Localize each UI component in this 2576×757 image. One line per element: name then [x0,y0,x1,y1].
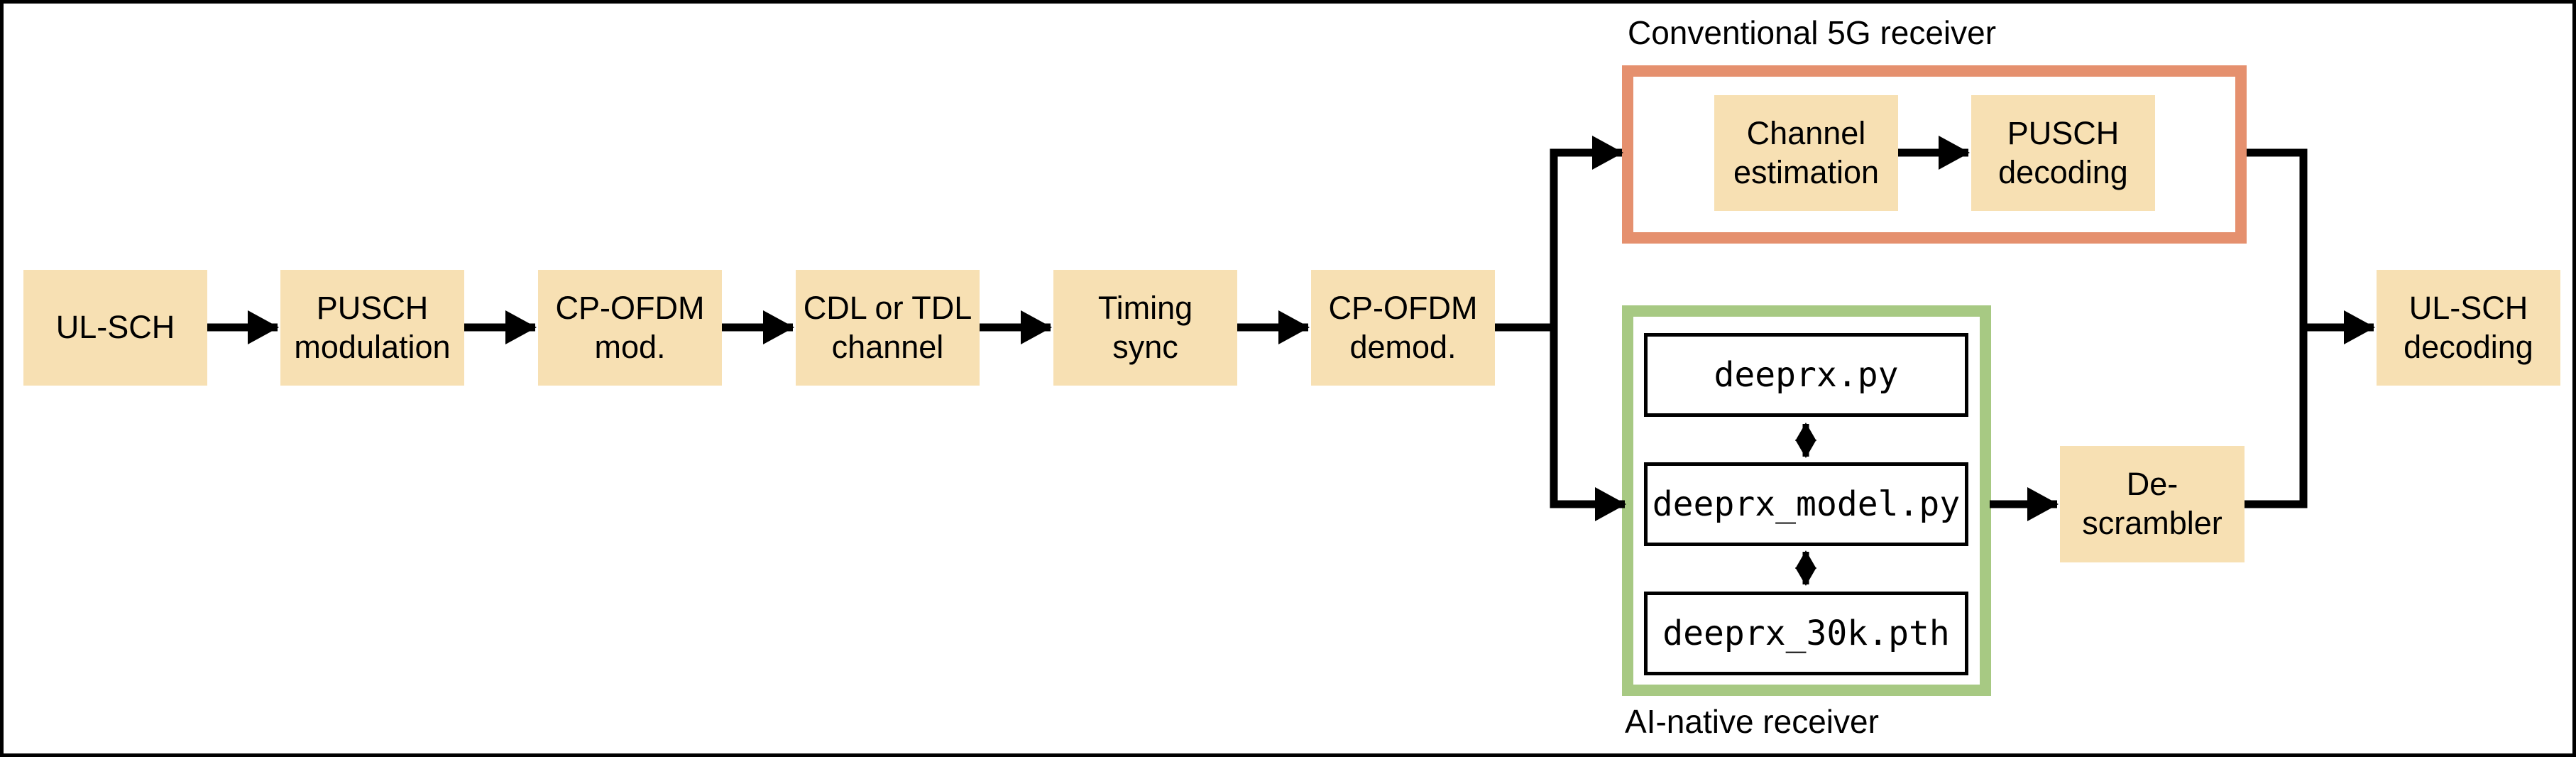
block-ul-sch-decoding: UL-SCH decoding [2377,270,2560,386]
block-cdl-tdl-channel: CDL or TDL channel [796,270,980,386]
block-de-scrambler: De- scrambler [2060,446,2245,562]
file-deeprx-py: deeprx.py [1644,333,1968,417]
block-pusch-modulation: PUSCH modulation [280,270,464,386]
file-deeprx-model-py: deeprx_model.py [1644,462,1968,546]
conventional-receiver-title: Conventional 5G receiver [1628,14,1997,51]
block-channel-estimation: Channel estimation [1714,95,1898,211]
block-timing-sync: Timing sync [1053,270,1237,386]
block-pusch-decoding: PUSCH decoding [1971,95,2155,211]
conventional-receiver-group-box [1622,65,2247,244]
ai-native-receiver-group-box [1622,305,1991,696]
block-cp-ofdm-mod: CP-OFDM mod. [538,270,722,386]
block-cp-ofdm-demod: CP-OFDM demod. [1311,270,1495,386]
file-deeprx-30k-pth: deeprx_30k.pth [1644,592,1968,675]
ai-native-receiver-title: AI-native receiver [1625,703,1879,740]
connector-layer [207,136,2375,586]
block-ul-sch: UL-SCH [23,270,207,386]
